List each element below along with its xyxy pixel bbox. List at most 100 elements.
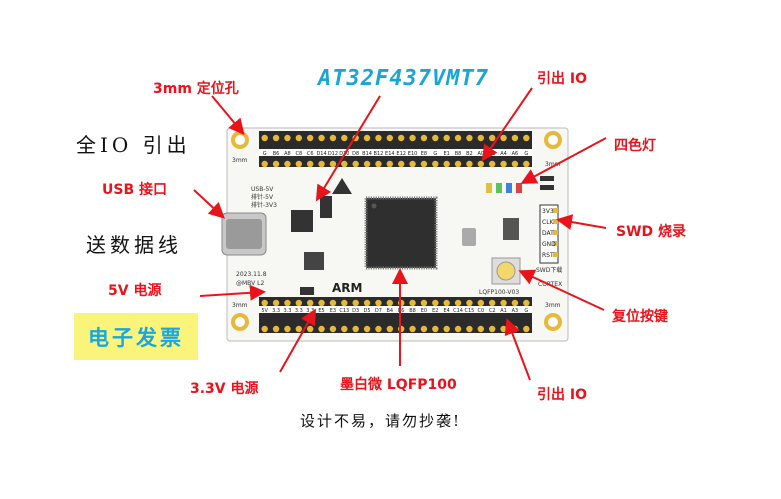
swd-pin-label: GND xyxy=(542,241,556,248)
invoice-text: 电子发票 xyxy=(88,324,184,350)
pin-pad xyxy=(386,325,394,333)
pin-label: B12 xyxy=(374,151,384,157)
led-6 xyxy=(540,185,554,190)
arrow-lamp xyxy=(520,137,607,184)
pin-pad xyxy=(523,299,530,307)
swd-pin-label: CLK xyxy=(542,219,555,226)
pin-label: E8 xyxy=(421,151,427,157)
pin-label: C14 xyxy=(453,308,463,314)
version-label: LQFP100-V03 xyxy=(479,289,519,296)
pin-pad xyxy=(454,134,462,142)
pin-pad xyxy=(432,160,439,168)
label-5v: 5V 电源 xyxy=(108,283,162,299)
pin-pad xyxy=(409,299,416,307)
pin-pad xyxy=(306,134,314,142)
arrow-io-bottom xyxy=(504,318,531,381)
top-pin-row: GB6A8C8C6D14D12D10D8B14B12E14E12E10E8GE1… xyxy=(261,134,530,168)
pin-pad xyxy=(284,134,291,142)
invoice-badge: 电子发票 xyxy=(74,313,198,360)
pin-pad xyxy=(466,299,473,307)
cable-text: 送数据线 xyxy=(86,233,182,257)
warning-icon xyxy=(332,178,352,194)
pin-pad xyxy=(363,299,371,307)
pin-label: A0 xyxy=(478,151,485,157)
pin-label: A1 xyxy=(500,308,507,314)
pin-label: B8 xyxy=(409,308,416,314)
label-io-top: 引出 IO xyxy=(537,71,587,87)
pin-pad xyxy=(523,134,530,142)
usb-note-3: 排针-3V3 xyxy=(251,201,277,209)
swd-pin-pad xyxy=(553,208,558,213)
pin-pad xyxy=(363,134,371,142)
pin-pad xyxy=(329,134,337,142)
pin-pad xyxy=(375,134,382,142)
pin-pad xyxy=(318,160,325,168)
arrow-usb xyxy=(193,189,225,219)
pin-pad xyxy=(318,134,325,142)
pin-label: E0 xyxy=(421,308,427,314)
cap-group xyxy=(503,218,519,240)
pin-label: B6 xyxy=(398,308,405,314)
pin-pad xyxy=(363,160,371,168)
pin-pad xyxy=(341,299,348,307)
label-reset: 复位按键 xyxy=(612,309,668,325)
pin-pad xyxy=(352,325,359,333)
pin-pad xyxy=(432,299,439,307)
pin-pad xyxy=(466,325,473,333)
corner-label-br: 3mm xyxy=(545,302,561,309)
pin-pad xyxy=(397,134,405,142)
pin-label: B8 xyxy=(455,151,462,157)
pin-label: G xyxy=(263,151,267,157)
label-usb: USB 接口 xyxy=(102,182,167,198)
pin-pad xyxy=(511,134,519,142)
pin-pad xyxy=(432,325,439,333)
pin-pad xyxy=(272,134,280,142)
pin-pad xyxy=(500,299,507,307)
pin-label: G xyxy=(524,151,528,157)
reset-button[interactable] xyxy=(491,257,521,285)
swd-pin-label: 3V3 xyxy=(542,208,554,215)
pin-pad xyxy=(295,160,303,168)
pin-pad xyxy=(409,325,416,333)
bottom-label-strip xyxy=(259,306,532,313)
crystal xyxy=(462,228,476,246)
date-label: 2023.11.8 xyxy=(236,271,267,278)
pin-pad xyxy=(420,325,428,333)
pin-pad xyxy=(375,160,382,168)
chip-title: AT32F437VMT7 xyxy=(318,66,489,91)
pin-pad xyxy=(511,325,519,333)
pin-label: E10 xyxy=(408,151,418,157)
pin-pad xyxy=(386,299,394,307)
pin-pad xyxy=(272,160,280,168)
pin-pad xyxy=(318,299,325,307)
pin-pad xyxy=(523,325,530,333)
arrow-33v xyxy=(279,308,316,373)
pin-pad xyxy=(352,160,359,168)
pin-pad xyxy=(500,325,507,333)
pin-pad xyxy=(261,134,268,142)
label-33v: 3.3V 电源 xyxy=(190,381,259,397)
pin-label: 3.3 xyxy=(295,308,303,314)
mcu-chip xyxy=(364,196,438,270)
pin-pad xyxy=(306,325,314,333)
footer-text: 设计不易，请勿抄袭! xyxy=(300,412,462,430)
usb-note-2: 排针-5V xyxy=(251,193,274,201)
swd-pin-pad xyxy=(553,241,558,246)
label-io-bottom: 引出 IO xyxy=(537,387,587,403)
pin-pad xyxy=(284,325,291,333)
led-1 xyxy=(486,183,492,193)
pin-pad xyxy=(420,299,428,307)
pin-label: E4 xyxy=(444,308,450,314)
pin-label: E12 xyxy=(396,151,406,157)
pin-label: C8 xyxy=(295,151,302,157)
pin-pad xyxy=(432,134,439,142)
pin-pad xyxy=(511,299,519,307)
pin-pad xyxy=(341,160,348,168)
pin-pad xyxy=(318,325,325,333)
pin-pad xyxy=(477,160,485,168)
pin-pad xyxy=(409,160,416,168)
pin-label: C0 xyxy=(477,308,484,314)
pin-pad xyxy=(284,160,291,168)
pin-label: G xyxy=(524,308,528,314)
mount-hole-br xyxy=(544,313,562,331)
